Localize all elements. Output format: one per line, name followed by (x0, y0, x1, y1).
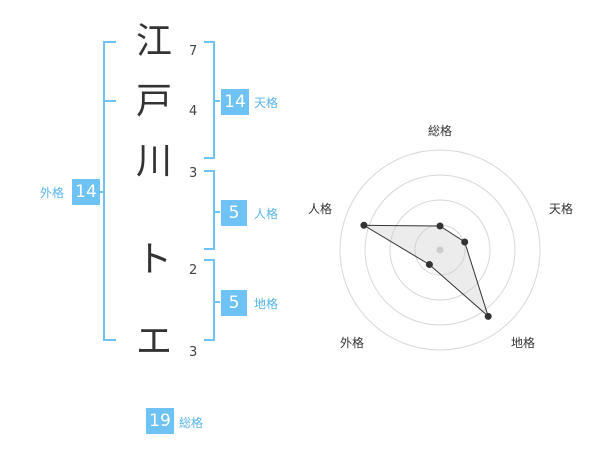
chikaku-bracket (204, 259, 215, 341)
radar-axis-label-gaikaku: 外格 (340, 336, 365, 350)
gaikaku-label: 外格 (40, 186, 65, 200)
gaikaku-bracket (103, 41, 116, 341)
tenkaku-bracket (204, 41, 215, 159)
tenkaku-label: 天格 (254, 96, 279, 110)
jinkaku-label: 人格 (254, 207, 279, 221)
stroke-count-3: 3 (189, 166, 198, 181)
radar-axis-label-chikaku: 地格 (511, 336, 536, 350)
radar-point-4 (425, 261, 433, 269)
name-char-3: 川 (135, 141, 172, 182)
name-char-5: エ (135, 321, 172, 362)
radar-center-dot (436, 246, 444, 254)
stroke-count-5: 3 (189, 345, 198, 360)
radar-series-polygon (362, 224, 490, 318)
soukaku-label: 総格 (179, 416, 204, 430)
radar-axis-label-tenkaku: 天格 (549, 202, 574, 216)
radar-point-5 (360, 221, 368, 229)
tenkaku-value: 14 (221, 89, 249, 115)
stroke-count-2: 4 (189, 104, 198, 119)
radar-point-3 (484, 312, 492, 320)
jinkaku-value: 5 (221, 200, 247, 226)
name-char-4: ト (135, 239, 172, 280)
radar-axis-label-jinkaku: 人格 (308, 202, 333, 216)
radar-point-2 (461, 238, 469, 246)
radar-ring-3 (364, 174, 516, 326)
radar-chart (339, 149, 541, 351)
gaikaku-value: 14 (72, 179, 100, 205)
jinkaku-bracket (204, 170, 215, 250)
radar-point-1 (436, 222, 444, 230)
stroke-count-4: 2 (189, 263, 198, 278)
radar-ring-2 (389, 199, 491, 301)
soukaku-value: 19 (146, 408, 174, 434)
name-char-1: 江 (135, 21, 172, 62)
stroke-count-1: 7 (189, 44, 198, 59)
radar-ring-4 (339, 149, 541, 351)
chikaku-label: 地格 (254, 297, 279, 311)
name-char-2: 戸 (135, 81, 172, 122)
chikaku-value: 5 (221, 290, 247, 316)
radar-axis-label-soukaku: 総格 (428, 124, 453, 138)
